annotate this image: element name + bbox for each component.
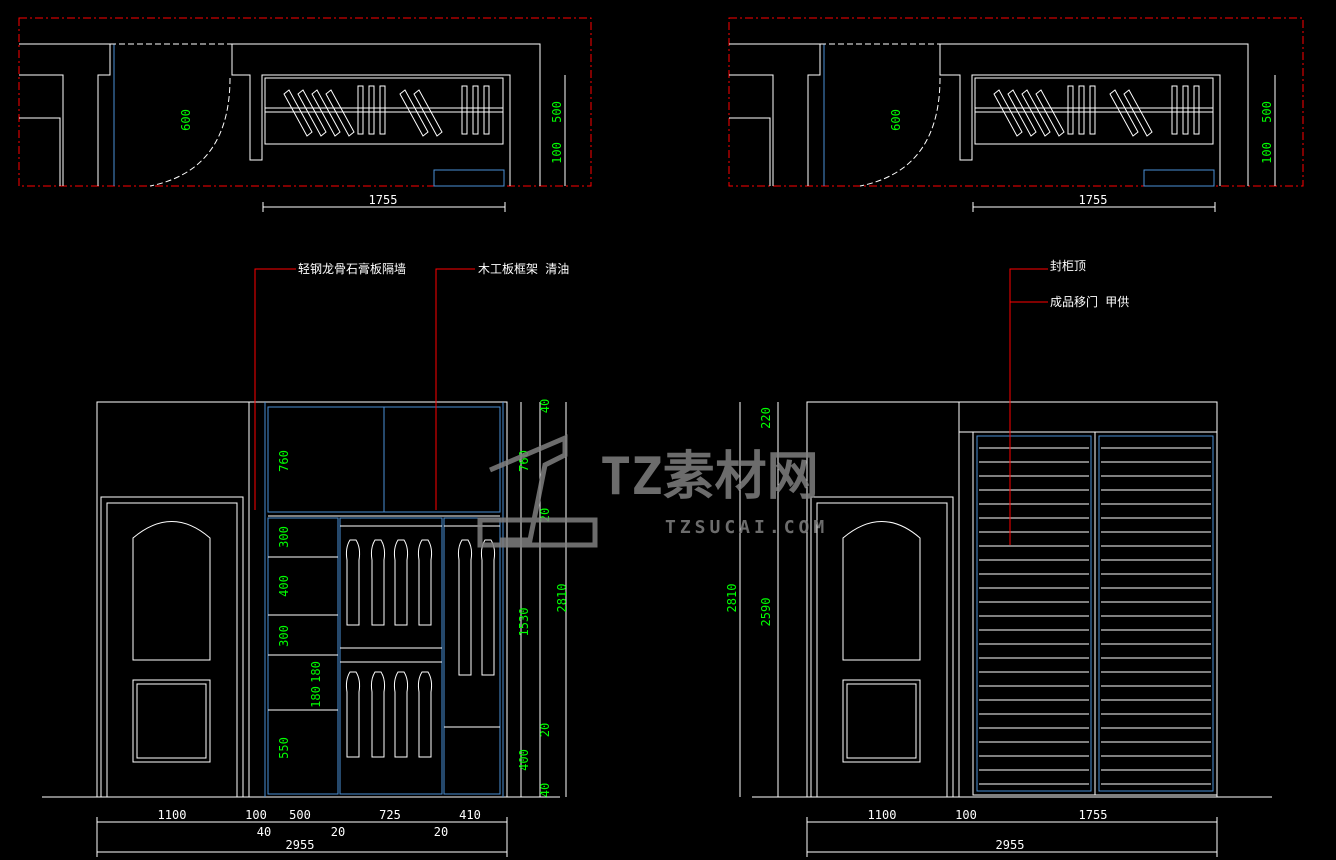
dim-500: 500	[289, 808, 311, 822]
plan-left-dim-100: 100	[550, 142, 564, 164]
section-frame-right	[728, 17, 1304, 187]
dim-r-220: 220	[759, 407, 773, 429]
sliding-door-panels	[972, 431, 1218, 796]
dim-r-total-2955: 2955	[996, 838, 1025, 852]
dim-100: 100	[245, 808, 267, 822]
dim-v-40-bottom: 40	[538, 783, 552, 797]
door-left	[100, 496, 244, 798]
plan-left-dim-500: 500	[550, 101, 564, 123]
elevation-left-vertical-dims: 760 300 400 300 180 180 550 760 20 1530 …	[277, 399, 569, 797]
dim-v-20-b: 20	[538, 723, 552, 737]
plan-right-dim-600: 600	[889, 109, 903, 131]
dim-r-2590: 2590	[759, 598, 773, 627]
wall-step	[231, 44, 511, 186]
elevation-right-dims: 2810 220 2590 1100 100 1755 2955	[725, 407, 1107, 852]
dim-v-40-top: 40	[538, 399, 552, 413]
dim-v-760-left: 760	[277, 450, 291, 472]
dim-v-2810: 2810	[555, 584, 569, 613]
watermark-site: TZSUCAI.COM	[665, 517, 828, 538]
cabinet-box	[264, 77, 504, 145]
watermark-logo-icon	[477, 434, 598, 548]
ceiling-outline	[19, 43, 111, 186]
door-swing-arc	[149, 77, 231, 187]
wall-outline	[96, 401, 508, 798]
plan-right-dim-500: 500	[1260, 101, 1274, 123]
plan-right-width-dim: 1755	[1079, 193, 1108, 207]
plan-left-width-dim: 1755	[369, 193, 398, 207]
dim-r-2810: 2810	[725, 584, 739, 613]
leaders-left	[254, 268, 475, 510]
floor-box	[433, 169, 505, 187]
label-wood-frame: 木工板框架 清油	[478, 262, 569, 276]
dim-v-400: 400	[277, 575, 291, 597]
plan-view-right	[728, 17, 1304, 212]
dim-725: 725	[379, 808, 401, 822]
dim-20-b: 20	[434, 825, 448, 839]
elevation-left	[42, 401, 567, 857]
plan-right-dim-100: 100	[1260, 142, 1274, 164]
section-frame-left	[18, 17, 592, 187]
watermark-brand: TZ素材网	[600, 447, 819, 507]
dim-v-550: 550	[277, 737, 291, 759]
ceiling-outline-right	[232, 43, 541, 186]
elevation-left-bottom-dims: 1100 100 500 725 410 40 20 20 2955	[158, 808, 481, 852]
dim-v-180-b: 180	[309, 686, 323, 708]
dim-v-180-a: 180	[309, 661, 323, 683]
left-niche	[19, 74, 64, 186]
leaders-right	[1009, 268, 1048, 545]
dim-v-300-a: 300	[277, 526, 291, 548]
watermark: TZ素材网 TZSUCAI.COM	[477, 434, 828, 548]
louver-slats	[979, 447, 1211, 785]
dim-1100: 1100	[158, 808, 187, 822]
label-cabinet-top: 封柜顶	[1050, 259, 1086, 273]
dim-410: 410	[459, 808, 481, 822]
left-niche-inner	[19, 117, 61, 186]
dim-20-a: 20	[331, 825, 345, 839]
dim-r-100: 100	[955, 808, 977, 822]
dim-v-1530: 1530	[517, 608, 531, 637]
dim-total-2955: 2955	[286, 838, 315, 852]
label-partition-wall: 轻钢龙骨石膏板隔墙	[298, 261, 406, 276]
elevation-right	[739, 401, 1272, 857]
plan-left-dim-600: 600	[179, 109, 193, 131]
plan-view-left	[18, 17, 592, 212]
hanger-symbols	[283, 85, 490, 137]
dim-r-1100: 1100	[868, 808, 897, 822]
door-right	[810, 496, 954, 798]
dim-r-1755: 1755	[1079, 808, 1108, 822]
dim-v-300-b: 300	[277, 625, 291, 647]
dim-40: 40	[257, 825, 271, 839]
label-sliding-door: 成品移门 甲供	[1050, 294, 1129, 309]
dim-v-400-b: 400	[517, 749, 531, 771]
